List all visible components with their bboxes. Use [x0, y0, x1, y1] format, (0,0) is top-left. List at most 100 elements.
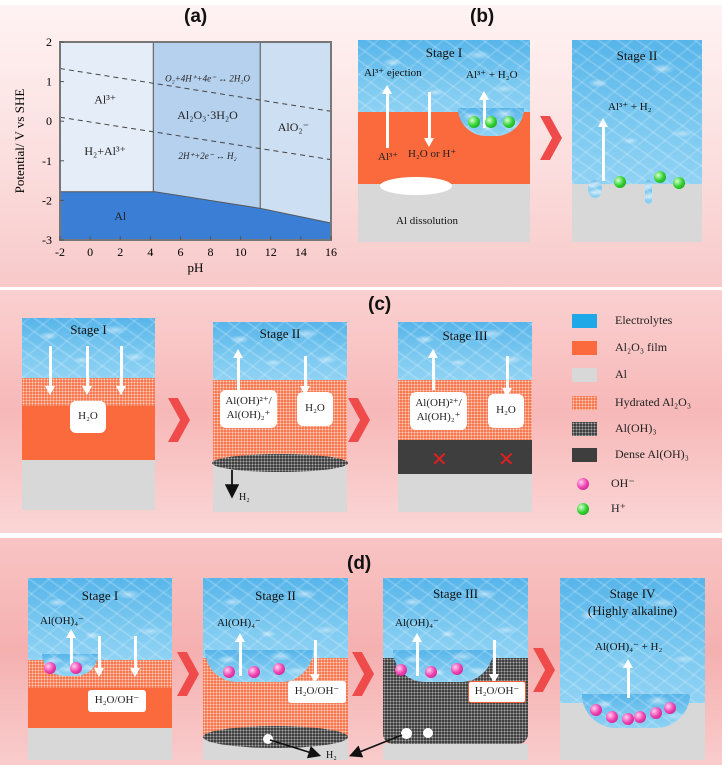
x-tick-label: 2 [117, 245, 123, 259]
al-h2o-label: Al³⁺ + H₂O [466, 69, 518, 81]
box-line: Al(OH)₂⁺ [226, 409, 271, 421]
h2o-h-label: H₂O or H⁺ [408, 148, 457, 160]
legend-swatch-electrolytes [572, 314, 597, 328]
al-substrate [28, 728, 172, 760]
h-ion [673, 177, 685, 189]
c-stage3-panel: Stage III Al(OH)²⁺/Al(OH)₂⁺ H₂O ✕ ✕ [398, 322, 532, 512]
y-tick-label: -2 [42, 193, 52, 207]
h2o-oh-box: H₂O/OH⁻ [288, 681, 346, 703]
c-stage1-panel: Stage I H₂O [22, 318, 155, 510]
h2o-box: H₂O [297, 392, 333, 426]
oh-ion [248, 666, 260, 678]
y-tick-label: -3 [42, 233, 52, 247]
dashed-line-label: O₂+4H⁺+4e⁻ ↔ 2H₂O [165, 74, 250, 84]
region-label-al2o3: Al₂O₃·3H₂O [177, 108, 238, 122]
legend-label: Al [615, 367, 627, 381]
stage-title: Stage IV [609, 586, 656, 601]
d-stage4-panel: Stage IV (Highly alkaline) Al(OH)₄⁻ + H₂ [560, 578, 705, 760]
x-tick-label: -2 [55, 245, 65, 259]
legend-label: Hydrated Al₂O₃ [615, 395, 692, 409]
y-tick-label: 0 [46, 114, 52, 128]
oh-ion [664, 702, 676, 714]
region [260, 42, 331, 240]
panel-d-label: (d) [347, 553, 372, 574]
oh-ion [44, 662, 56, 674]
up-arrow [412, 633, 422, 676]
box-line: Al(OH)₂⁺ [416, 411, 461, 423]
x-tick-label: 4 [147, 245, 153, 259]
region-label-al3: Al³⁺ [94, 92, 116, 106]
y-tick-label: 1 [46, 75, 52, 89]
stage-title: Stage III [442, 328, 488, 343]
ion-label: Al(OH)₄⁻ [217, 617, 261, 629]
stage-title: Stage I [425, 45, 463, 60]
dashed-line [59, 68, 332, 112]
h2-bubble [423, 728, 433, 738]
electrolyte [560, 578, 705, 703]
y-axis-label: Potential/ V vs SHE [12, 89, 27, 194]
region-label-h2-al3: H₂+Al³⁺ [84, 144, 126, 158]
al-substrate [22, 460, 155, 510]
oh-ion [223, 666, 235, 678]
up-arrow [66, 629, 76, 670]
h-ion [485, 116, 497, 128]
electrolyte [203, 578, 348, 658]
al-substrate [358, 184, 530, 242]
blocked-x-icon: ✕ [431, 447, 448, 471]
al-oh3-layer [212, 454, 348, 472]
down-arrow [116, 346, 126, 395]
pit [645, 180, 652, 204]
h2o-oh-box: H₂O/OH⁻ [88, 690, 146, 712]
down-arrow [45, 346, 55, 395]
oh-ion [606, 711, 618, 723]
oh-ion [590, 704, 602, 716]
h2o-box: H₂O [70, 401, 106, 433]
box-line: Al(OH)²⁺/ [225, 395, 272, 408]
up-arrow [479, 91, 489, 128]
stage-subtitle: (Highly alkaline) [587, 603, 678, 618]
al-substrate [398, 474, 532, 512]
down-arrow [502, 356, 512, 397]
reaction-label: Al³⁺ + H₂ [608, 101, 652, 113]
stage-title: Stage I [81, 588, 119, 603]
aloh-ion-box: Al(OH)²⁺/Al(OH)₂⁺ [410, 392, 467, 430]
h2-label: H₂ [326, 750, 337, 761]
up-arrow [235, 633, 245, 676]
ion-label: Al(OH)₄⁻ [40, 615, 84, 627]
up-arrow [428, 349, 438, 390]
panel-a-label: (a) [184, 6, 208, 27]
legend-label: OH⁻ [611, 476, 635, 490]
h2-bubble [401, 728, 412, 739]
electrolyte [572, 40, 702, 184]
x-axis-label: pH [188, 260, 204, 275]
b-stage2-panel: Stage II Al³⁺ + H₂ [572, 40, 702, 242]
oh-ion [273, 663, 285, 675]
al-oh3-layer [203, 726, 348, 748]
h-ion-icon [577, 503, 589, 515]
h2-bubble [263, 734, 273, 744]
al-ion-label: Al³⁺ [378, 151, 399, 163]
reaction-label: Al(OH)₄⁻ + H₂ [595, 641, 663, 653]
dense-al-oh3-layer [398, 440, 532, 474]
dashed-line [59, 116, 332, 161]
x-tick-label: 8 [208, 245, 214, 259]
stage-title: Stage II [255, 588, 296, 603]
legend-swatch-al [572, 368, 597, 382]
oh-ion [395, 664, 407, 676]
y-tick-label: 2 [46, 35, 52, 49]
down-arrow [94, 636, 104, 677]
h2o-oh-box: H₂O/OH⁻ [468, 681, 526, 703]
up-arrow [233, 349, 243, 390]
legend-swatch-aloh3 [572, 422, 597, 436]
blocked-x-icon: ✕ [498, 447, 515, 471]
x-tick-label: 16 [325, 245, 337, 259]
region-label-alo2: AlO₂⁻ [278, 120, 309, 134]
legend-label: Al₂O₃ film [615, 340, 668, 354]
x-tick-label: 10 [235, 245, 247, 259]
up-arrow [598, 118, 608, 181]
electrolyte [398, 322, 532, 380]
x-tick-label: 14 [295, 245, 307, 259]
stage-title: Stage I [70, 322, 107, 337]
x-tick-label: 0 [87, 245, 93, 259]
